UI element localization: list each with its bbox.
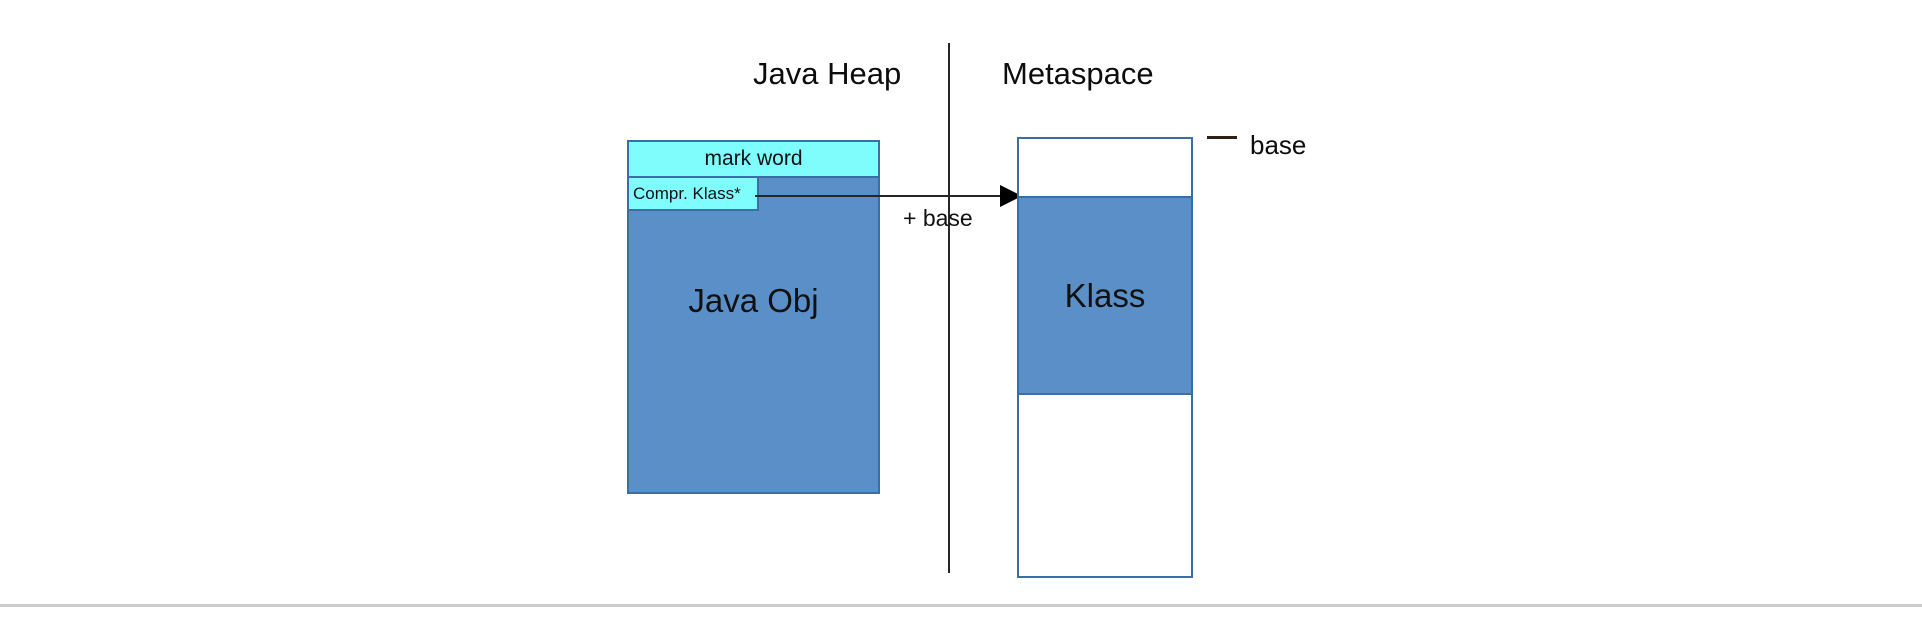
arrow-operation-label: + base — [903, 205, 973, 231]
region-title-java-heap: Java Heap — [753, 56, 902, 91]
java-object-label: Java Obj — [688, 282, 819, 319]
metaspace-box: Klass — [1017, 137, 1193, 578]
heap-metaspace-divider — [948, 43, 950, 573]
page-bottom-rule — [0, 604, 1922, 607]
java-object-box: mark word Compr. Klass* Java Obj — [627, 140, 880, 494]
base-tick-icon — [1207, 136, 1237, 139]
mark-word-field: mark word — [629, 142, 878, 178]
klass-region: Klass — [1019, 196, 1191, 395]
compressed-klass-pointer-field: Compr. Klass* — [629, 178, 759, 211]
region-title-metaspace: Metaspace — [1002, 56, 1154, 91]
base-label: base — [1250, 130, 1307, 160]
klass-pointer-arrow-line — [755, 195, 1013, 197]
klass-pointer-arrow-head-icon — [1000, 185, 1022, 207]
